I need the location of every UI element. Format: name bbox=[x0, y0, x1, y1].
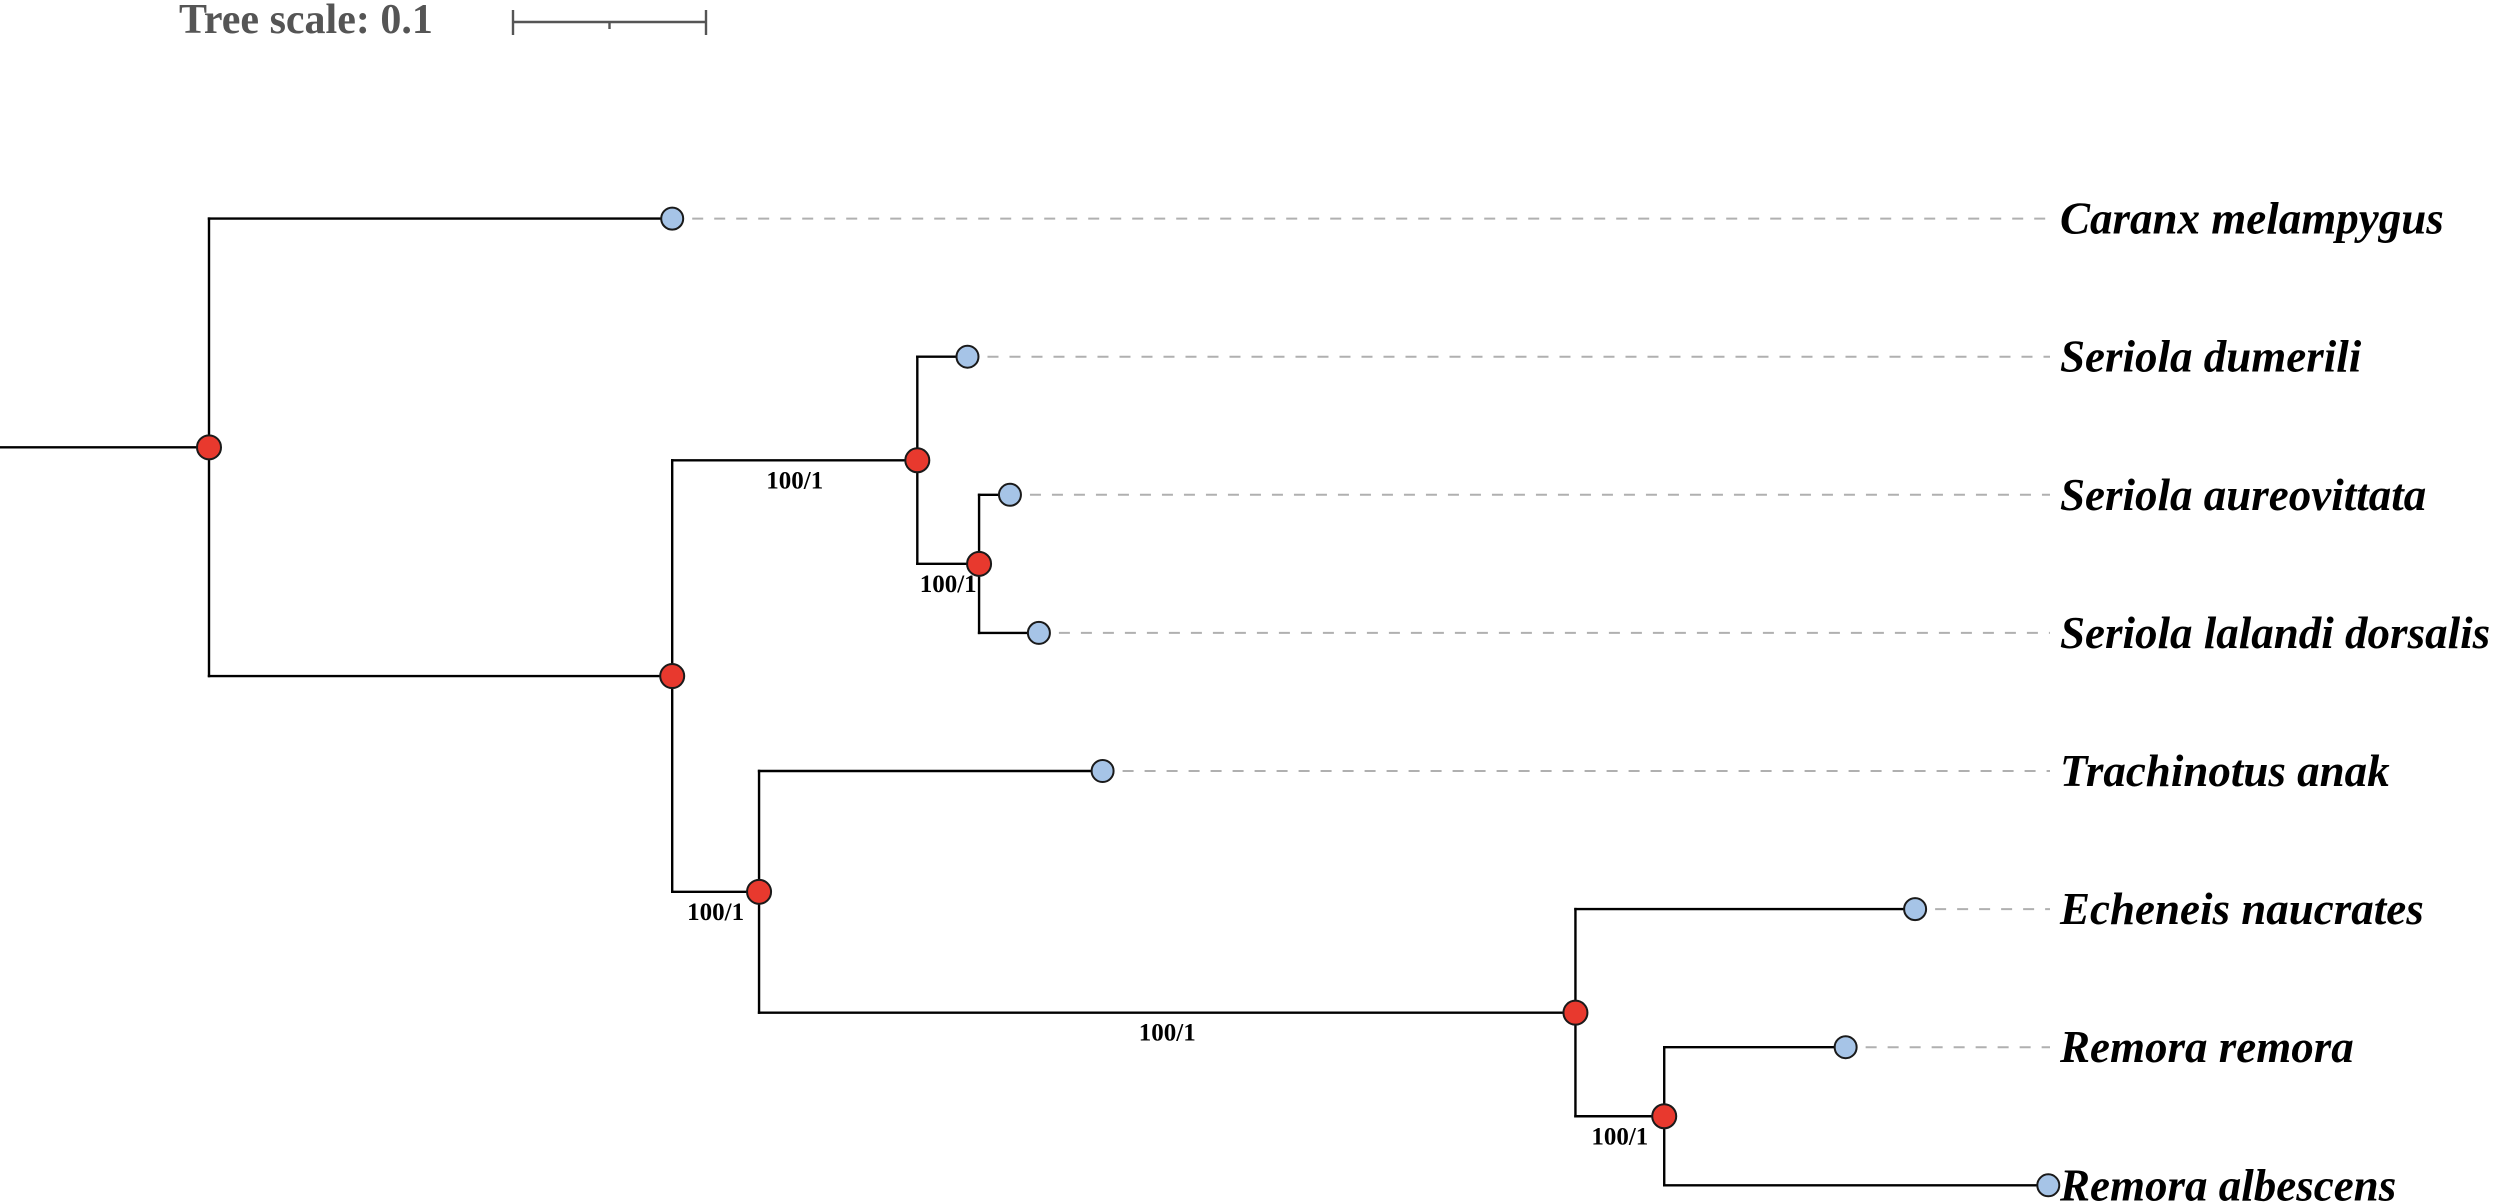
support-value: 100/1 bbox=[687, 899, 744, 926]
internal-node bbox=[1651, 1103, 1678, 1130]
leaf-guide-lines bbox=[692, 217, 2050, 1049]
leaf-label: Remora albescens bbox=[2059, 1160, 2396, 1203]
leaf-label: Trachinotus anak bbox=[2060, 746, 2390, 796]
scale-bar bbox=[511, 10, 708, 35]
leaf-label: Caranx melampygus bbox=[2060, 194, 2444, 244]
internal-node bbox=[966, 550, 993, 577]
internal-node bbox=[1562, 999, 1589, 1026]
tree-scale: Tree scale: 0.1 bbox=[179, 0, 708, 43]
support-value: 100/1 bbox=[1139, 1020, 1196, 1047]
leaf-node bbox=[1903, 897, 1928, 922]
leaf-label: Seriola aureovittata bbox=[2060, 470, 2426, 520]
leaf-node bbox=[997, 482, 1022, 507]
leaf-label: Echeneis naucrates bbox=[2059, 884, 2424, 934]
leaf-node bbox=[955, 344, 980, 369]
leaf-node bbox=[2036, 1173, 2061, 1198]
leaf-label: Seriola dumerili bbox=[2060, 332, 2362, 382]
internal-node bbox=[904, 447, 931, 474]
internal-node bbox=[659, 663, 686, 690]
tree-nodes bbox=[196, 206, 2061, 1198]
leaf-node bbox=[1833, 1035, 1858, 1060]
leaf-label: Seriola lalandi dorsalis bbox=[2060, 608, 2490, 658]
leaf-node bbox=[1026, 620, 1051, 645]
leaf-node bbox=[1090, 759, 1115, 783]
tree-scale-label: Tree scale: 0.1 bbox=[179, 0, 433, 43]
support-value: 100/1 bbox=[766, 467, 823, 494]
internal-node bbox=[196, 434, 222, 461]
tree-labels: Caranx melampygus 100/1 Seriola dumerili 10… bbox=[687, 194, 2490, 1203]
leaf-node bbox=[660, 206, 685, 231]
internal-node bbox=[746, 878, 773, 905]
support-value: 100/1 bbox=[920, 571, 977, 598]
leaf-label: Remora remora bbox=[2059, 1022, 2354, 1072]
tree-branches bbox=[0, 217, 2050, 1187]
support-value: 100/1 bbox=[1591, 1123, 1648, 1150]
